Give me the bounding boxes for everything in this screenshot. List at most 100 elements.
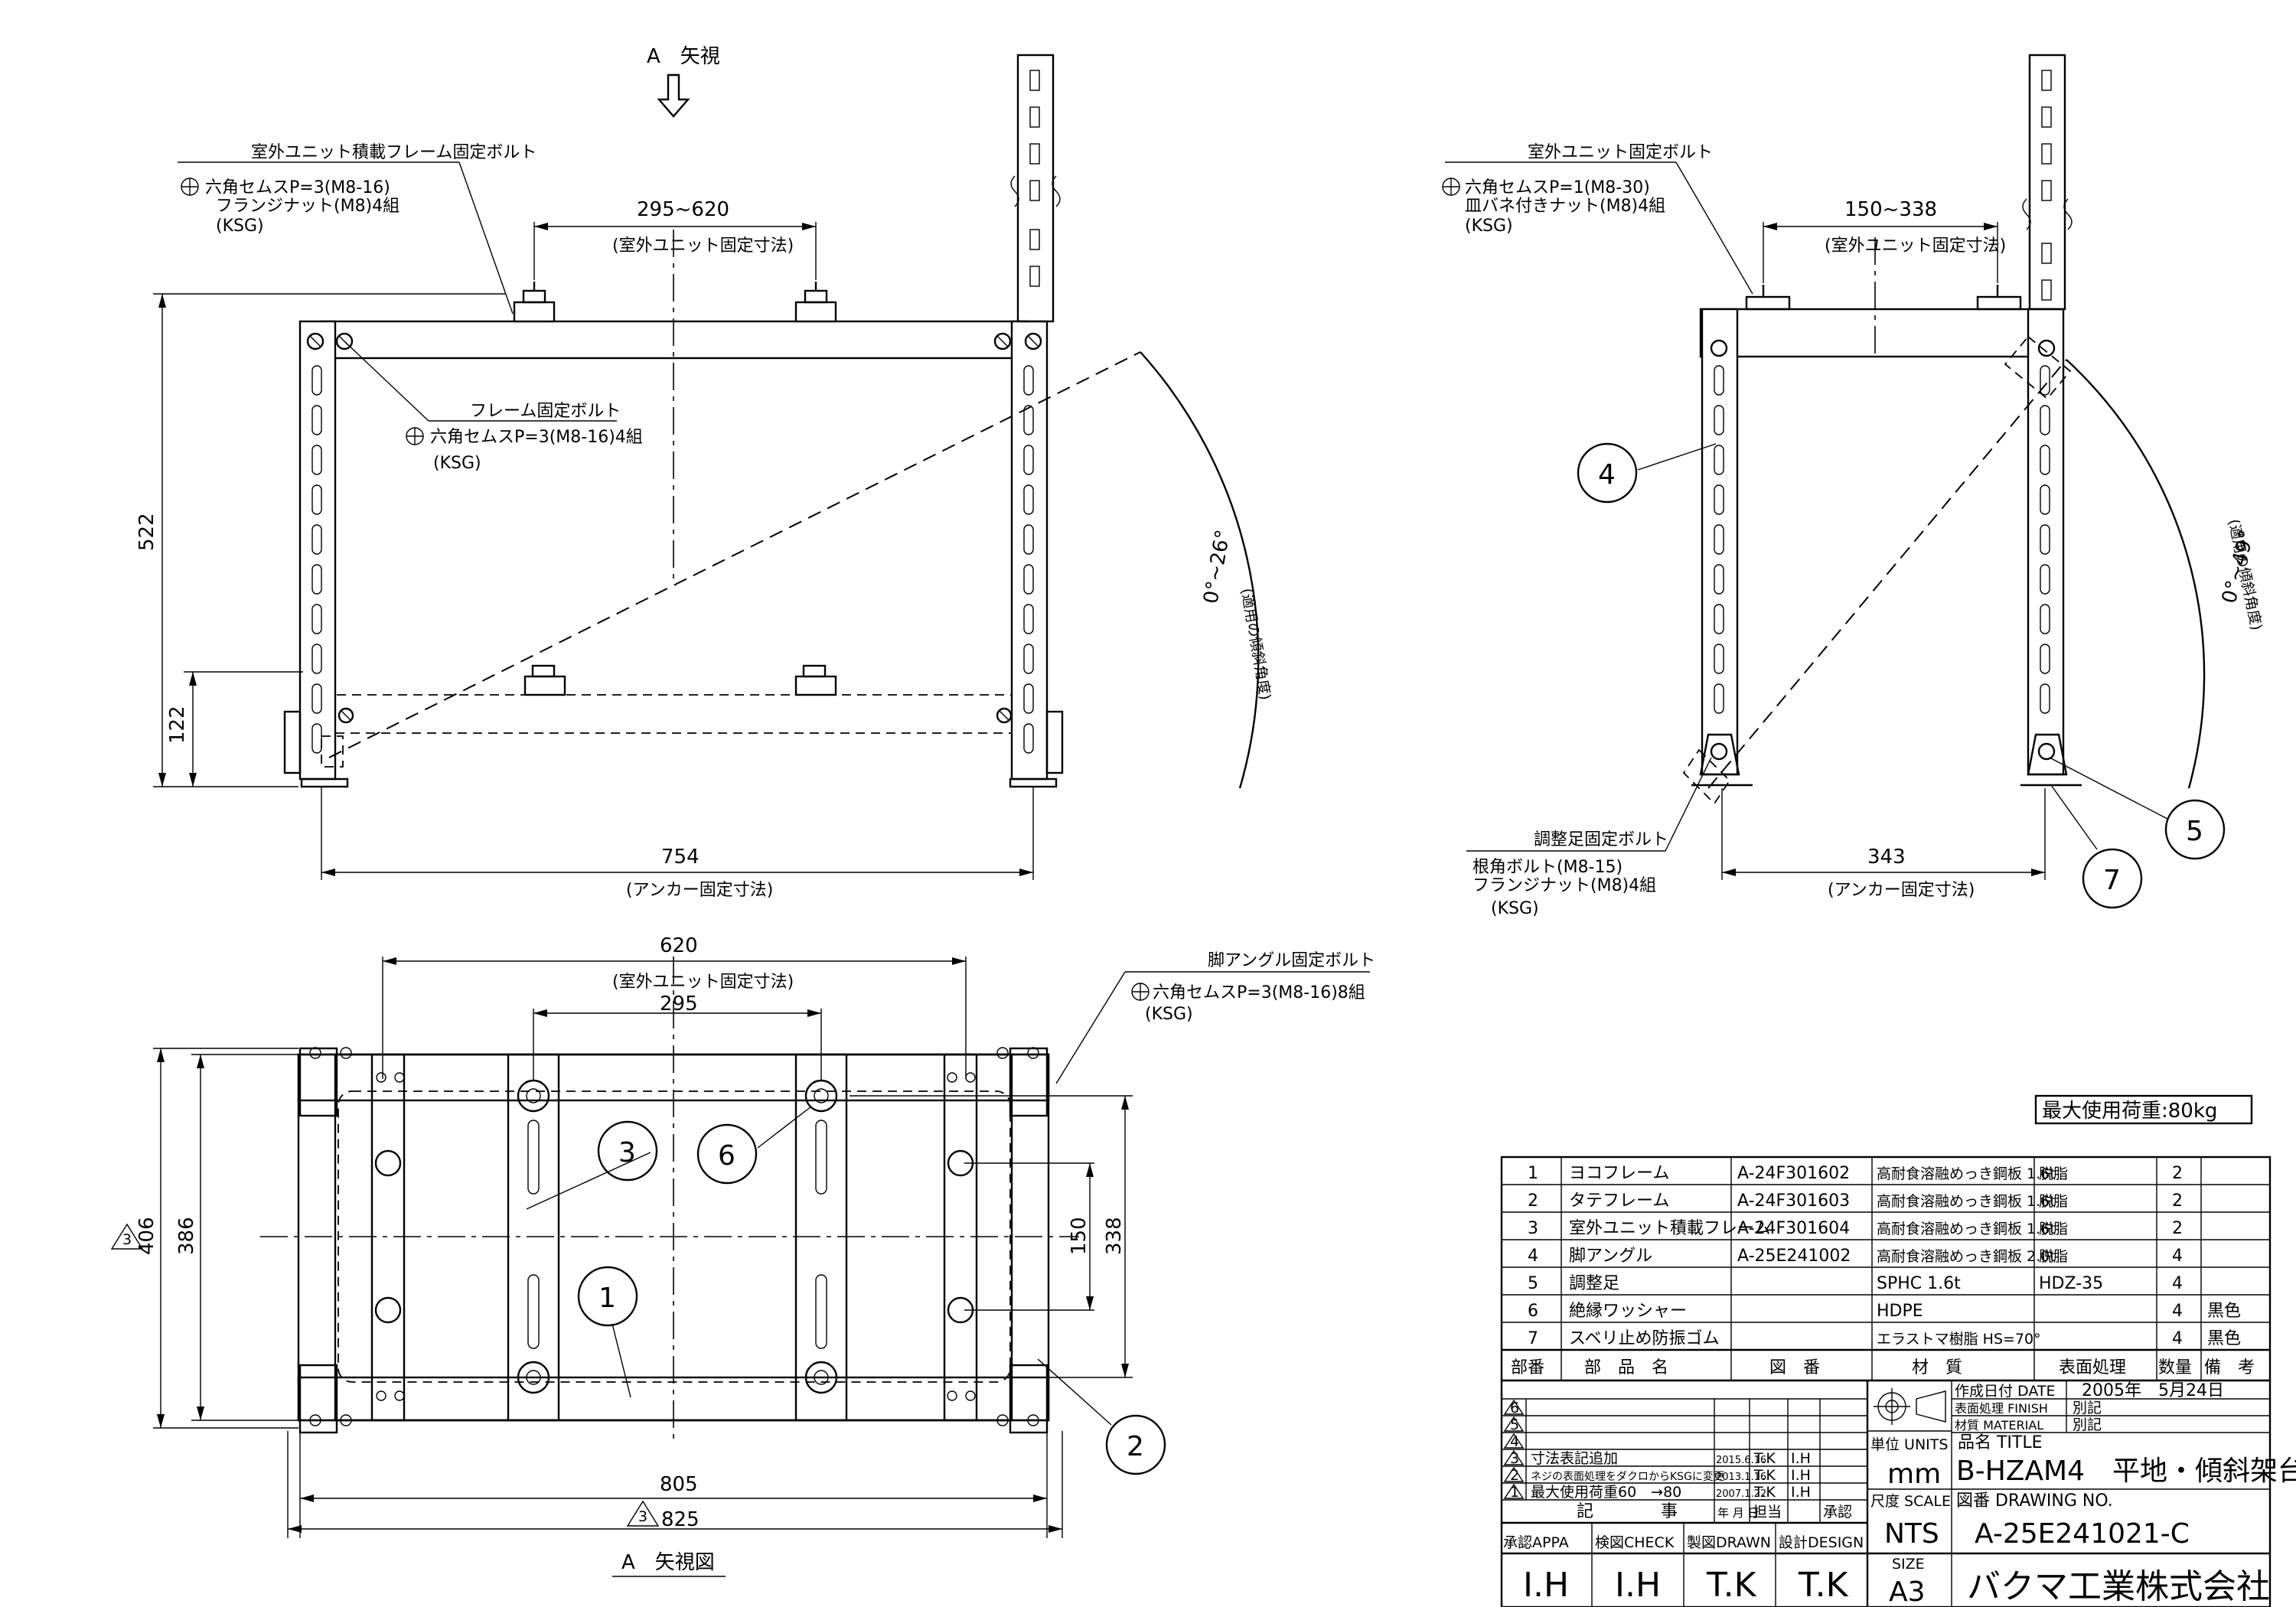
rev-row-6: 6 [1503,1399,1525,1416]
plan-rev-mark-2: 3 [638,1508,647,1525]
front-unit-bolt-line1: 六角セムスP=3(M8-16) [205,178,390,197]
svg-text:A-25E241002: A-25E241002 [1737,1247,1851,1266]
svg-text:表面処理: 表面処理 [2059,1358,2126,1377]
svg-text:脚アングル: 脚アングル [1569,1247,1652,1266]
svg-text:高耐食溶融めっき鋼板 1.6t: 高耐食溶融めっき鋼板 1.6t [1877,1165,2056,1182]
svg-text:4: 4 [2172,1302,2183,1321]
plan-dim-295: 295 [660,993,698,1015]
rev-row-3: 3 寸法表記追加 2015.6.16 T.K I.H [1503,1449,1811,1467]
svg-text:数量: 数量 [2158,1358,2192,1377]
plan-leg-bolt-line2: (KSG) [1145,1005,1193,1024]
plan-view: 620 (室外ユニット固定寸法) 295 3 406 386 150 338 8… [110,934,1375,1577]
front-angle-note: (適用の傾斜角度) [1238,587,1274,701]
svg-text:担当: 担当 [1753,1504,1782,1521]
side-adjust-bolt-line1: 根角ボルト(M8-15) [1473,858,1623,877]
side-unit-bolt-line2: 皿バネ付きナット(M8)4組 [1465,197,1665,216]
svg-text:2007.1.22: 2007.1.22 [1716,1488,1766,1500]
svg-text:1: 1 [1528,1164,1538,1183]
svg-text:室外ユニット積載フレーム: 室外ユニット積載フレーム [1569,1219,1770,1238]
front-dim-anchor-note: (アンカー固定寸法) [626,881,773,900]
check-value: I.H [1615,1566,1661,1605]
units-value: mm [1887,1459,1941,1490]
title-value: B-HZAM4 平地・傾斜架台 [1956,1455,2296,1487]
svg-text:材 質: 材 質 [1912,1358,1962,1377]
projection-icon [1874,1388,1946,1425]
scale-label: 尺度 SCALE [1870,1493,1951,1510]
svg-text:4: 4 [2172,1274,2183,1293]
balloon-7 [2082,848,2143,909]
rev-row-4: 4 [1503,1433,1525,1450]
rev-row-1: 1 最大使用荷重60 →80 2007.1.22 T.K I.H [1503,1483,1811,1501]
plan-dim-406: 406 [135,1217,158,1255]
svg-text:部 品 名: 部 品 名 [1584,1358,1668,1377]
plan-view-caption: A 矢視図 [621,1551,715,1574]
side-unit-bolt-title: 室外ユニット固定ボルト [1528,143,1713,162]
date-label: 作成日付 DATE [1955,1383,2055,1400]
parts-list: 1 ヨコフレーム A-24F301602 高耐食溶融めっき鋼板 1.6t 脱脂 … [1500,1156,2272,1382]
front-angle-label: 0°~26° [1199,528,1234,605]
svg-text:2015.6.16: 2015.6.16 [1716,1455,1766,1466]
finish-value: 別記 [2073,1400,2102,1416]
company-name: バクマ工業株式会社 [1967,1567,2270,1606]
svg-text:2: 2 [2172,1191,2183,1211]
plan-dim-note: (室外ユニット固定寸法) [612,973,794,992]
svg-text:記 事: 記 事 [1577,1502,1678,1521]
svg-text:スベリ止め防振ゴム: スベリ止め防振ゴム [1569,1329,1719,1348]
svg-text:4: 4 [2172,1247,2183,1266]
balloon-5-label: 5 [2186,816,2203,847]
front-dim-low: 122 [166,706,189,744]
svg-text:高耐食溶融めっき鋼板 1.6t: 高耐食溶融めっき鋼板 1.6t [1877,1193,2056,1210]
front-view: A 矢視 [135,45,1274,900]
plan-dim-150: 150 [1068,1217,1091,1255]
svg-text:6: 6 [1510,1400,1519,1416]
material-label: 材質 MATERIAL [1955,1418,2043,1433]
svg-text:A-24F301604: A-24F301604 [1737,1219,1850,1238]
finish-label: 表面処理 FINISH [1955,1401,2048,1416]
svg-text:6: 6 [1528,1302,1538,1321]
side-column-slots [1714,365,2050,714]
svg-text:脱脂: 脱脂 [2039,1248,2068,1265]
plan-dim-825: 825 [661,1508,700,1531]
svg-text:タテフレーム: タテフレーム [1569,1191,1669,1211]
svg-text:2: 2 [2172,1164,2183,1183]
date-value: 2005年 5月24日 [2082,1381,2224,1400]
svg-text:7: 7 [1528,1329,1538,1348]
svg-text:5: 5 [1510,1416,1519,1433]
approve-value: I.H [1523,1566,1569,1605]
side-adjust-bolt-title: 調整足固定ボルト [1534,830,1668,849]
svg-text:T.K: T.K [1753,1484,1776,1501]
parts-header-row: 部番 部 品 名 図 番 材 質 表面処理 数量 備 考 [1511,1358,2255,1377]
plan-balloon-6: 6 [718,1140,735,1172]
drawn-label: 製図DRAWN [1687,1534,1771,1551]
front-dim-height: 522 [135,513,158,551]
parts-row-6: 6 絶縁ワッシャー HDPE 4 黒色 [1528,1302,2241,1321]
front-frame-bolt-line1: 六角セムスP=3(M8-16)4組 [430,428,643,447]
svg-text:寸法表記追加: 寸法表記追加 [1531,1450,1618,1467]
front-unit-bolt-line2: フランジナット(M8)4組 [216,197,400,216]
side-unit-bolt-line3: (KSG) [1465,217,1513,236]
parts-row-1: 1 ヨコフレーム A-24F301602 高耐食溶融めっき鋼板 1.6t 脱脂 … [1528,1164,2183,1183]
view-label: A 矢視 [647,45,720,68]
svg-text:備 考: 備 考 [2204,1358,2255,1377]
svg-text:ネジの表面処理をダクロからKSGに変更: ネジの表面処理をダクロからKSGに変更 [1531,1470,1724,1483]
plan-rev-mark-1: 3 [122,1231,132,1248]
rev-row-5: 5 [1503,1416,1525,1433]
svg-text:I.H: I.H [1791,1450,1811,1467]
side-dim-top-note: (室外ユニット固定寸法) [1825,236,2006,256]
svg-text:2: 2 [1528,1191,1538,1211]
design-value: T.K [1798,1566,1849,1605]
bolt-icon [306,332,1042,724]
svg-text:HDZ-35: HDZ-35 [2039,1274,2103,1293]
svg-text:脱脂: 脱脂 [2039,1165,2068,1182]
svg-text:承認: 承認 [1823,1504,1852,1521]
parts-row-4: 4 脚アングル A-25E241002 高耐食溶融めっき鋼板 2.0t 脱脂 4 [1528,1247,2183,1266]
balloon-4 [1577,442,1638,504]
max-load-box: 最大使用荷重:80kg [2034,1094,2253,1125]
plan-balloon-2: 2 [1127,1431,1144,1462]
front-dim-top-note: (室外ユニット固定寸法) [612,236,794,256]
front-dim-top: 295~620 [637,198,729,221]
parts-row-3: 3 室外ユニット積載フレーム A-24F301604 高耐食溶融めっき鋼板 1.… [1528,1219,2183,1238]
drawn-value: T.K [1706,1566,1757,1605]
svg-text:HDPE: HDPE [1877,1302,1923,1321]
